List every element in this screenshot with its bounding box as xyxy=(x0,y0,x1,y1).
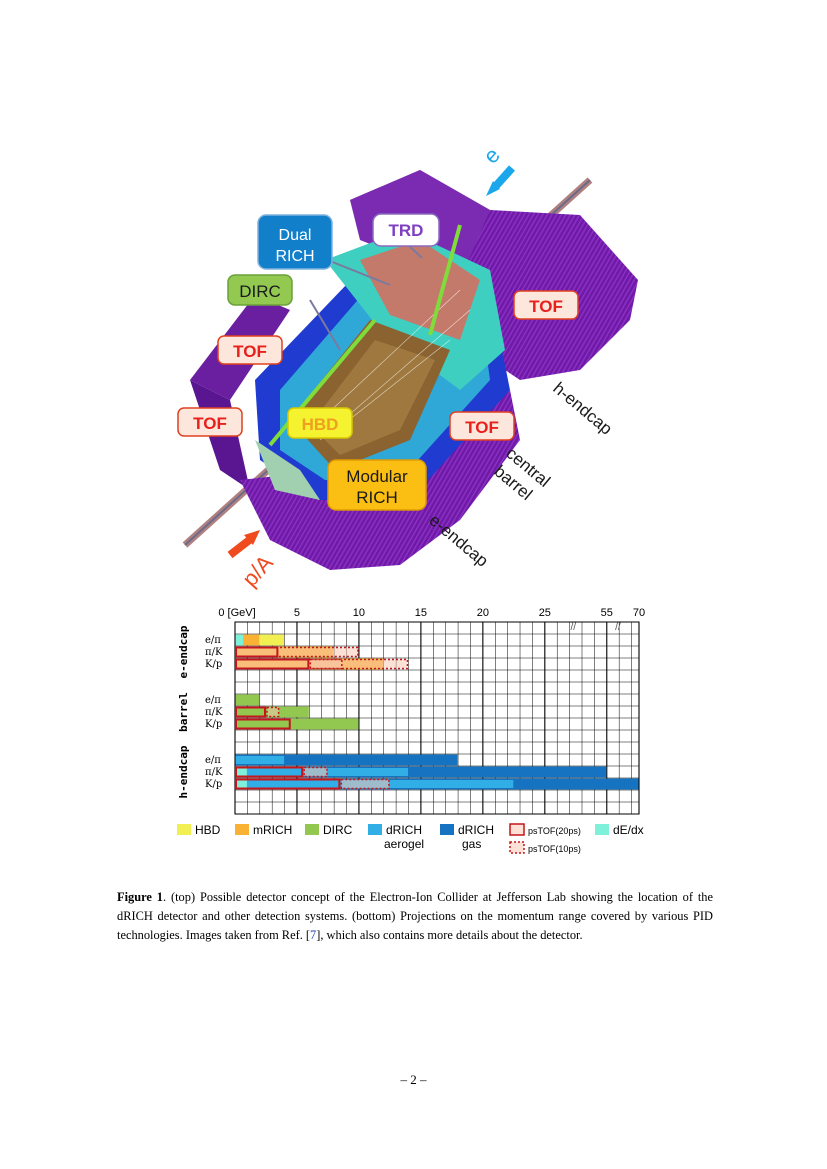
caption-text-a: . (top) Possible detector concept of the… xyxy=(117,890,714,942)
svg-text:TOF: TOF xyxy=(529,297,563,316)
x-tick-label: 10 xyxy=(353,607,365,619)
legend-swatch xyxy=(177,824,191,835)
row-label: e/π xyxy=(205,755,221,766)
tof-label-left-lower: TOF xyxy=(177,407,243,437)
legend-swatch xyxy=(595,824,609,835)
trd-label: TRD xyxy=(372,213,440,247)
modular-rich-label: Modular RICH xyxy=(327,459,427,511)
tof-label-left-upper: TOF xyxy=(217,335,283,365)
bar-psTOF20 xyxy=(235,646,279,658)
bar-dRICHgas xyxy=(235,766,607,778)
legend-swatch xyxy=(509,841,525,854)
svg-text:DIRC: DIRC xyxy=(239,282,281,301)
bar-psTOF10 xyxy=(340,778,390,790)
row-label: π/K xyxy=(205,707,223,718)
bar-psTOF20 xyxy=(235,658,310,670)
h-endcap-label: h-endcap xyxy=(549,379,616,439)
svg-text:TRD: TRD xyxy=(389,221,424,240)
legend-label: mRICH xyxy=(253,823,292,837)
legend-label: dRICH xyxy=(386,823,422,837)
bar-dEdx xyxy=(235,766,247,778)
x-tick-label: 55 xyxy=(601,607,613,619)
pA-beam-arrow xyxy=(227,530,260,559)
row-label: K/p xyxy=(205,779,222,790)
legend-label: psTOF(20ps) xyxy=(528,826,581,836)
legend-swatch xyxy=(509,823,525,836)
row-label: π/K xyxy=(205,767,223,778)
bar-dEdx xyxy=(235,778,247,790)
axis-break-mark: // xyxy=(571,622,577,633)
group-label: h-endcap xyxy=(177,745,190,798)
svg-text:Dual: Dual xyxy=(279,227,312,244)
group-label: barrel xyxy=(177,692,190,732)
legend-swatch xyxy=(368,824,382,835)
hbd-label: HBD xyxy=(287,407,353,439)
legend-swatch xyxy=(235,824,249,835)
bar-psTOF10 xyxy=(235,646,359,658)
legend-label: HBD xyxy=(195,823,221,837)
x-tick-label: 70 xyxy=(633,607,645,619)
x-tick-label: 15 xyxy=(415,607,427,619)
bar-dRICHaerogel xyxy=(235,756,285,764)
bar-psTOF10 xyxy=(309,658,343,670)
bar-psTOF20 xyxy=(235,718,291,730)
bar-psTOF10 xyxy=(266,706,280,718)
figure-caption: Figure 1. (top) Possible detector concep… xyxy=(117,888,713,945)
legend-swatch xyxy=(440,824,454,835)
caption-label: Figure 1 xyxy=(117,890,163,904)
group-label: e-endcap xyxy=(177,625,190,678)
svg-text:HBD: HBD xyxy=(302,415,339,434)
row-label: K/p xyxy=(205,719,222,730)
bar-dEdx xyxy=(235,634,244,646)
legend-label: DIRC xyxy=(323,823,353,837)
legend-swatch xyxy=(305,824,319,835)
page-number: – 2 – xyxy=(400,1072,427,1087)
svg-text:TOF: TOF xyxy=(193,414,227,433)
e-beam-label: e xyxy=(478,143,505,169)
bar-HBD xyxy=(235,634,285,646)
bar-DIRC xyxy=(235,718,359,730)
row-label: K/p xyxy=(205,659,222,670)
legend-label: psTOF(10ps) xyxy=(528,844,581,854)
pA-beam-label: p/A xyxy=(237,550,278,592)
row-label: π/K xyxy=(205,647,223,658)
svg-text:RICH: RICH xyxy=(356,488,398,507)
tof-label-right-upper: TOF xyxy=(513,290,579,320)
legend-label-line2: gas xyxy=(462,837,481,851)
legend-label: dE/dx xyxy=(613,823,644,837)
legend-label: dRICH xyxy=(458,823,494,837)
bar-psTOF20 xyxy=(235,778,341,790)
dual-rich-label: Dual RICH xyxy=(257,214,333,270)
svg-text:TOF: TOF xyxy=(233,342,267,361)
x-tick-label: 20 xyxy=(477,607,489,619)
svg-text:RICH: RICH xyxy=(275,248,314,265)
svg-text:Modular: Modular xyxy=(346,467,408,486)
x-tick-label: 0 [GeV] xyxy=(218,607,255,619)
bar-psTOF20 xyxy=(235,706,266,718)
e-beam-arrow xyxy=(486,165,515,196)
axis-break-mark: // xyxy=(615,622,621,633)
caption-ref-link[interactable]: 7 xyxy=(310,928,317,942)
bar-psTOF10 xyxy=(303,766,328,778)
chart-bars xyxy=(235,634,639,790)
x-tick-label: 25 xyxy=(539,607,551,619)
bar-psTOF20 xyxy=(235,766,304,778)
bar-mRICH xyxy=(235,634,260,646)
dirc-label: DIRC xyxy=(227,274,293,306)
row-label: e/π xyxy=(205,695,221,706)
svg-text:TOF: TOF xyxy=(465,418,499,437)
detector-illustration: e p/A Dual RICH TRD DIRC TOF TOF TOF TOF… xyxy=(177,143,638,592)
legend-label-line2: aerogel xyxy=(384,837,424,851)
bar-DIRC xyxy=(235,694,260,706)
bar-dRICHgas xyxy=(235,754,458,766)
plot-frame xyxy=(234,621,640,815)
caption-text-b: ], which also contains more details abou… xyxy=(316,928,583,942)
tof-label-right-lower: TOF xyxy=(449,411,515,441)
row-label: e/π xyxy=(205,635,221,646)
x-tick-label: 5 xyxy=(294,607,300,619)
